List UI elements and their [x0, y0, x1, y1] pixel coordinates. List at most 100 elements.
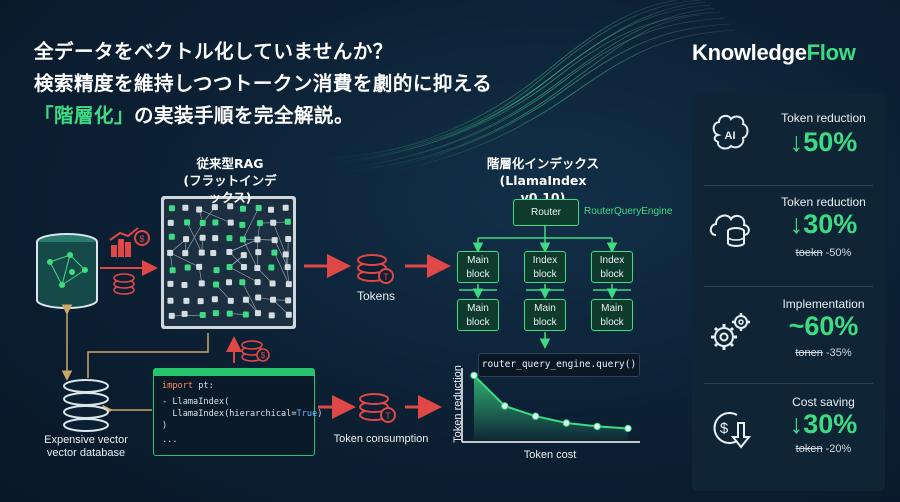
hier-index-title-line-1: 階層化インデックス [486, 156, 600, 171]
graph-node [254, 264, 261, 271]
divider [704, 383, 873, 384]
graph-node [282, 251, 289, 258]
svg-text:T: T [383, 272, 389, 282]
code-text: LlamaIndex(hierarchical= [162, 409, 297, 419]
graph-node [167, 219, 174, 226]
graph-node [239, 236, 246, 243]
graph-edge [272, 222, 287, 255]
metric-sub: toekn -50% [762, 247, 885, 259]
svg-text:T: T [385, 411, 391, 421]
graph-node [270, 296, 277, 303]
headline: 全データをベクトル化していませんか？ 検索精度を維持しつつトークン消費を劇的に抑… [34, 36, 492, 132]
metric-sub-value: -20% [822, 443, 852, 455]
graph-node [213, 281, 220, 288]
graph-node [268, 312, 275, 319]
node-line-2: block [533, 269, 557, 280]
graph-node [167, 280, 174, 287]
node-line-1: Main [601, 303, 623, 314]
brand-part-2: Flow [806, 40, 856, 65]
chart-line [473, 374, 629, 430]
brand-logo: KnowledgeFlow [692, 40, 856, 66]
metric-card-2: Token reduction ↓30% toekn -50% [692, 185, 885, 277]
graph-node [254, 279, 261, 286]
metric-card-3: Implementation ~60% tonen -35% [692, 289, 885, 381]
graph-node [211, 296, 218, 303]
headline-line-3-rest: の実装手順を完全解説。 [134, 104, 355, 127]
tokens-coin-icon: T [357, 254, 394, 284]
graph-node [239, 221, 246, 228]
flat-rag-title-line-1: 従来型RAG [196, 156, 264, 171]
tokens-label: Tokens [356, 289, 396, 303]
graph-edge [169, 252, 200, 268]
graph-node [226, 248, 233, 255]
headline-highlight: 「階層化」 [34, 104, 135, 127]
graph-node [270, 219, 277, 226]
graph-node [212, 235, 219, 242]
graph-node [285, 281, 292, 288]
code-line-1: import pt: [162, 381, 214, 391]
node-line-1: Main [534, 303, 556, 314]
graph-edge [274, 252, 290, 285]
code-line-5: ... [162, 435, 178, 445]
graph-node [184, 264, 191, 271]
ai-brain-icon: AI [712, 114, 749, 150]
graph-edge [242, 239, 258, 269]
graph-node [199, 219, 206, 226]
metric-sub-strike: token [795, 443, 823, 455]
graph-node [227, 219, 234, 226]
graph-node [227, 297, 234, 304]
node-line-1: Main [467, 255, 489, 266]
vector-db-label: Expensive vector vector database [36, 434, 136, 460]
graph-edge [242, 282, 259, 314]
graph-node [254, 310, 261, 317]
code-snippet-bar [154, 369, 314, 376]
chart-area [474, 375, 628, 440]
graph-node [199, 312, 206, 319]
graph-node [183, 297, 190, 304]
chart-point [531, 412, 540, 420]
chart-point [562, 419, 571, 427]
router-node: Router [513, 199, 579, 226]
node-line-2: block [466, 317, 490, 328]
node-line-2: block [600, 269, 624, 280]
code-value: True [296, 409, 318, 419]
code-snippet: import pt: - LlamaIndex( LlamaIndex(hier… [153, 368, 322, 456]
metric-sub-strike: toekn [795, 247, 823, 259]
cloud-database-icon [709, 214, 750, 247]
graph-node [285, 235, 292, 242]
metric-value: ~60% [788, 311, 859, 341]
metric-card-4: $ Cost saving ↓30% token -20% [692, 387, 885, 479]
graph-node [256, 220, 263, 227]
graph-node [181, 282, 188, 289]
metric-sub-value: -35% [822, 347, 852, 359]
metric-sub: token -20% [762, 443, 885, 455]
metric-label: Token reduction [781, 111, 866, 125]
metric-label: Token reduction [781, 195, 866, 209]
graph-node [196, 263, 203, 270]
light-wave [319, 0, 736, 173]
graph-node [254, 236, 261, 243]
graph-node [226, 264, 233, 271]
graph-node [226, 310, 233, 317]
token-consumption-icon: T [359, 393, 396, 423]
graph-edge [274, 239, 288, 268]
graph-node [255, 204, 262, 211]
divider [704, 286, 873, 287]
vector-db-label-line-2: vector database [46, 447, 126, 459]
graph-node [168, 312, 175, 319]
graph-node [268, 206, 275, 213]
graph-node [167, 249, 174, 256]
code-line-2: - LlamaIndex( [162, 397, 230, 407]
node-line-1: Main [467, 303, 489, 314]
graph-node [239, 205, 246, 212]
graph-edge [229, 266, 258, 283]
graph-node [197, 298, 204, 305]
dollar-down-icon: $ [713, 412, 752, 449]
metric-value: ↓30% [789, 409, 858, 439]
brand-part-1: Knowledge [692, 40, 807, 65]
coins-icon [113, 273, 135, 295]
